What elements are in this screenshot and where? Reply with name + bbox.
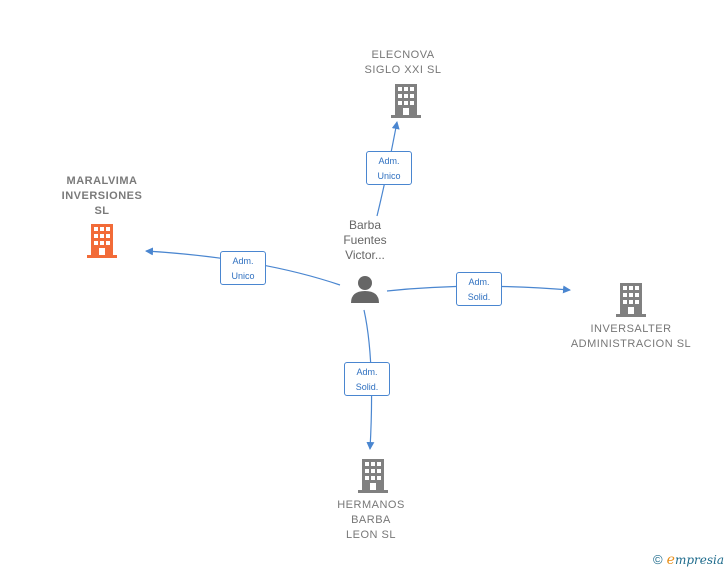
building-icon-maralvima[interactable] <box>86 224 118 258</box>
building-icon-inversalter[interactable] <box>615 283 647 317</box>
node-label-hermanos[interactable]: HERMANOS BARBA LEON SL <box>337 499 405 541</box>
edge-label-maralvima[interactable]: Adm. Unico <box>220 251 266 285</box>
person-icon[interactable] <box>350 274 380 304</box>
edge-label-elecnova[interactable]: Adm. Unico <box>366 151 412 185</box>
edge-label-line2: Solid. <box>467 292 491 302</box>
building-icon-elecnova[interactable] <box>390 84 422 118</box>
brand-name: mpresia <box>674 553 724 567</box>
node-label-maralvima[interactable]: MARALVIMA INVERSIONES SL <box>61 175 143 217</box>
edge-label-hermanos[interactable]: Adm. Solid. <box>344 362 390 396</box>
building-icon-hermanos[interactable] <box>357 459 389 493</box>
edge-label-inversalter[interactable]: Adm. Solid. <box>456 272 502 306</box>
copyright-notice: ©empresia <box>653 552 724 568</box>
edge-label-line1: Adm. <box>378 156 400 166</box>
brand-initial: e <box>666 552 675 568</box>
edge-label-line2: Solid. <box>355 382 379 392</box>
copyright-symbol: © <box>653 552 663 567</box>
edge-label-line1: Adm. <box>468 277 490 287</box>
node-label-elecnova[interactable]: ELECNOVA SIGLO XXI SL <box>364 49 442 76</box>
person-label[interactable]: Barba Fuentes Victor... <box>343 218 387 262</box>
node-label-inversalter[interactable]: INVERSALTER ADMINISTRACION SL <box>570 323 692 350</box>
edge-label-line2: Unico <box>377 171 401 181</box>
edge-label-line1: Adm. <box>356 367 378 377</box>
edge-label-line1: Adm. <box>232 256 254 266</box>
edge-label-line2: Unico <box>231 271 255 281</box>
